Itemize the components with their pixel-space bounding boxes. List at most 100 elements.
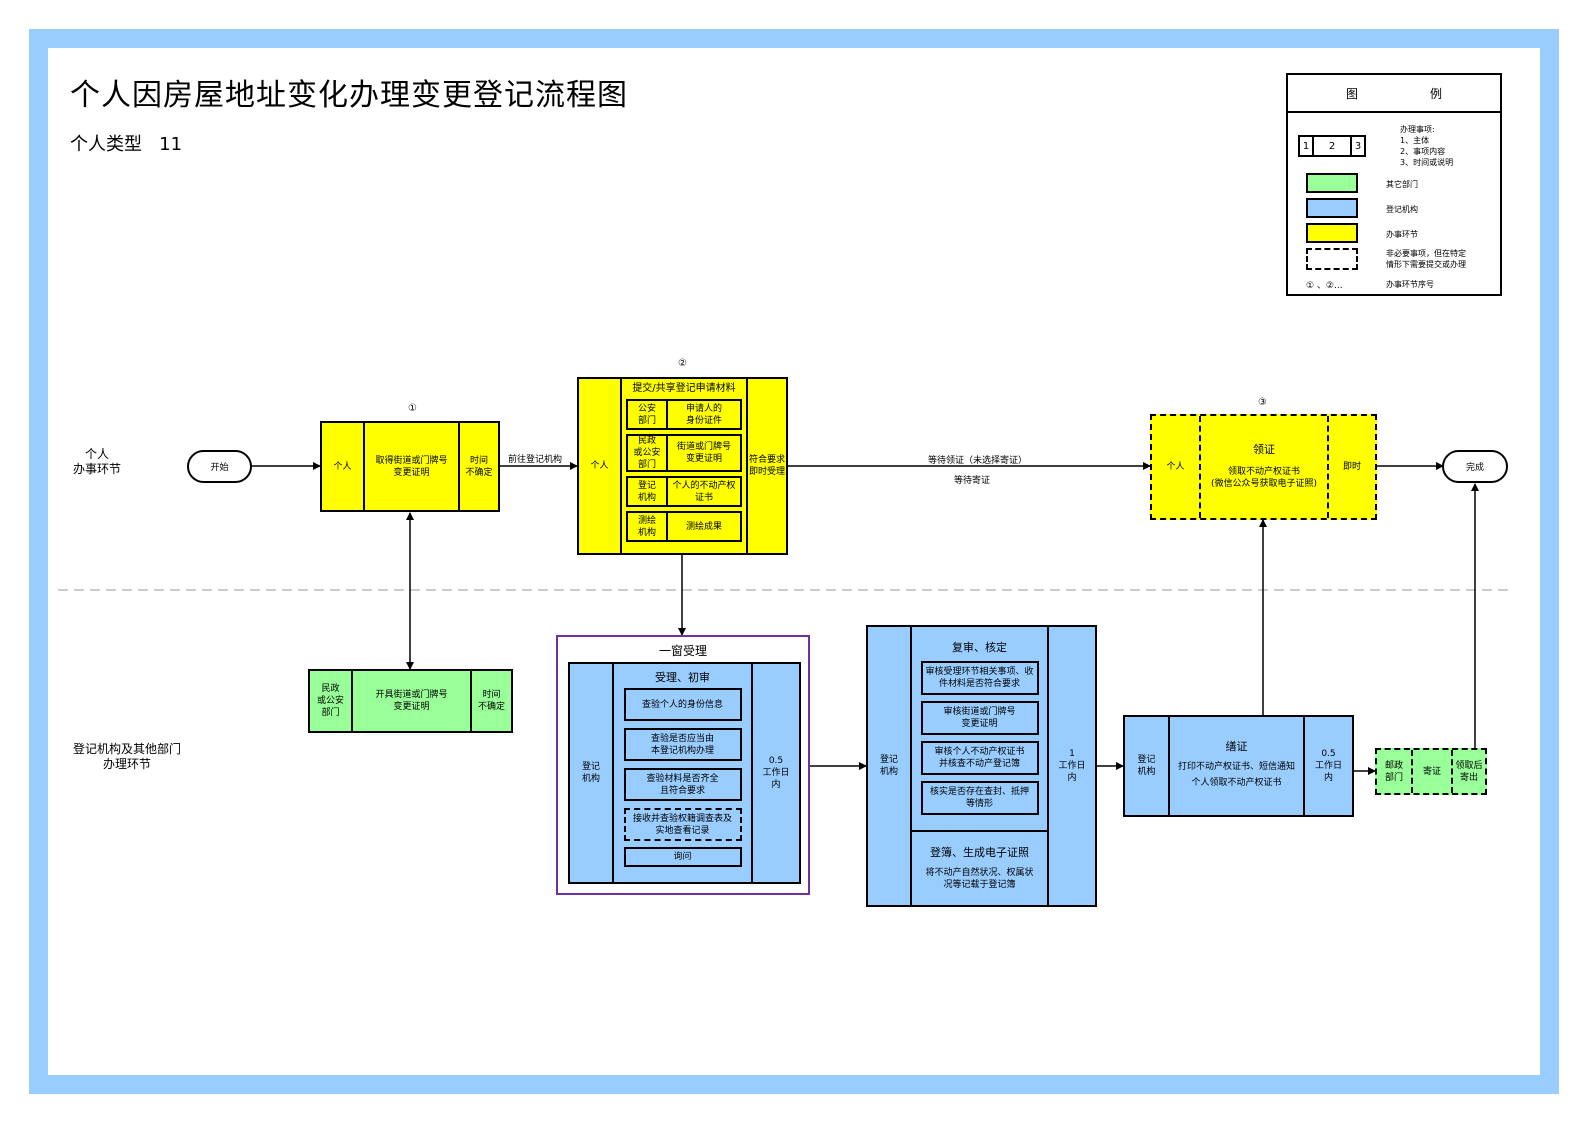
review-check-item: 审核受理环节相关事项、收件材料是否符合要求 <box>920 661 1039 695</box>
post-dept: 邮政 部门 <box>1377 750 1411 793</box>
text-line: 登记 <box>637 480 656 491</box>
text-line: 实地查看记录 <box>655 825 710 836</box>
text-line: 内 <box>771 780 781 790</box>
window-title: 一窗受理 <box>658 644 707 658</box>
review-check-item: 核实是否存在查封、抵押等情形 <box>920 781 1039 815</box>
material-row: 民政或公安部门 街道或门牌号变更证明 <box>626 434 742 472</box>
review-time: 1 工作日 内 <box>1047 627 1095 905</box>
review-check-item: 审核个人不动产权证书并核查不动产登记簿 <box>920 741 1039 775</box>
text-line: 查验个人的身份信息 <box>641 699 723 710</box>
material-row: 测绘机构 测绘成果 <box>626 511 742 542</box>
text-line: 审核街道或门牌号 <box>943 707 1016 717</box>
lane-label-line: 办事环节 <box>72 462 121 476</box>
legend-desc-line: 2、事项内容 <box>1400 147 1446 156</box>
legend-swatch-green <box>1306 173 1358 193</box>
text-line: 公安 <box>637 403 656 414</box>
text-line: 登记 <box>1137 755 1156 765</box>
text-line: 机构 <box>879 767 898 777</box>
material-item: 测绘成果 <box>668 513 740 540</box>
legend: 图 例 1 2 3 办理事项: 1、主体 2、事项内容 3、时间或说明 其它部门… <box>1286 73 1502 296</box>
material-dept: 登记机构 <box>628 478 668 505</box>
step2-title: 提交/共享登记申请材料 <box>632 383 736 394</box>
issue-subject: 登记 机构 <box>1125 717 1168 815</box>
text-line: 开具街道或门牌号 <box>375 690 448 700</box>
register-title: 登簿、生成电子证照 <box>929 845 1029 859</box>
material-row: 登记机构 个人的不动产权证书 <box>626 476 742 507</box>
window-checks: 受理、初审 查验个人的身份信息 查验是否应当由本登记机构办理 查验材料是否齐全且… <box>612 664 751 882</box>
step1-number: ① <box>408 403 417 414</box>
issue-time: 0.5 工作日 内 <box>1303 717 1352 815</box>
check-item-optional: 接收并查验权籍调查表及实地查看记录 <box>623 808 742 841</box>
page-title: 个人因房屋地址变化办理变更登记流程图 <box>70 78 628 113</box>
post-note: 领取后 寄出 <box>1451 750 1485 793</box>
material-dept: 公安部门 <box>628 401 668 428</box>
text-line: 街道或门牌号 <box>676 442 731 452</box>
window-section-title: 受理、初审 <box>655 671 710 684</box>
text-line: 领取不动产权证书 <box>1227 467 1300 477</box>
text-line: 登记 <box>581 762 600 772</box>
text-line: 或公安 <box>633 448 661 458</box>
legend-swatch-yellow <box>1306 223 1358 243</box>
step2-number: ② <box>678 358 687 369</box>
text-line: 符合要求 <box>748 455 785 465</box>
text-line: 邮政 <box>1384 760 1403 771</box>
review-box: 登记 机构 复审、核定 审核受理环节相关事项、收件材料是否符合要求 审核街道或门… <box>866 625 1097 907</box>
text-line: 测绘成果 <box>685 521 722 532</box>
text-line: 内 <box>1067 773 1077 783</box>
edge-label-go: 前往登记机构 <box>508 455 563 465</box>
legend-seq-symbol: ① 、②... <box>1306 281 1343 291</box>
text-line: 即时受理 <box>748 467 785 477</box>
text-line: 个人的不动产权 <box>672 480 736 491</box>
material-row: 公安部门 申请人的身份证件 <box>626 399 742 430</box>
lane-label-line: 办理环节 <box>102 757 151 771</box>
text-line: 民政 <box>321 684 340 694</box>
text-line: 变更证明 <box>685 454 722 464</box>
text-line: 部门 <box>321 708 340 718</box>
start-node: 开始 <box>187 450 252 483</box>
legend-items-desc: 办理事项: 1、主体 2、事项内容 3、时间或说明 <box>1400 124 1453 168</box>
material-item: 个人的不动产权证书 <box>668 478 740 505</box>
cert-time: 时间 不确定 <box>470 671 511 731</box>
window-subject: 登记 机构 <box>570 664 612 882</box>
text-line: 打印不动产权证书、短信通知 <box>1177 762 1295 772</box>
issue-content: 缮证 打印不动产权证书、短信通知 个人领取不动产权证书 <box>1168 717 1303 815</box>
text-line: 变更证明 <box>393 702 430 712</box>
step3-time: 即时 <box>1327 416 1375 518</box>
text-line: 民政 <box>637 436 656 446</box>
page-subtitle: 个人类型 11 <box>70 134 183 155</box>
legend-dashed-line: 非必要事项，但在特定 <box>1386 249 1466 258</box>
legend-sample-cell: 3 <box>1354 140 1362 152</box>
review-register: 登簿、生成电子证照 将不动产自然状况、权属状 况等记载于登记簿 <box>925 832 1033 905</box>
text-line: 测绘 <box>637 515 656 526</box>
text-line: 机构 <box>637 492 656 503</box>
text-line: 并核查不动产登记簿 <box>938 759 1020 769</box>
step2-box: 个人 提交/共享登记申请材料 公安部门 申请人的身份证件 民政或公安部门 街道或… <box>577 377 788 555</box>
text-line: 证书 <box>694 492 713 503</box>
legend-desc-line: 3、时间或说明 <box>1400 158 1454 167</box>
step1-box: 个人 取得街道或门牌号 变更证明 时间 不确定 <box>320 421 500 512</box>
text-line: 1 <box>1069 749 1075 759</box>
lane-label-line: 登记机构及其他部门 <box>72 742 181 756</box>
legend-seq-label: 办事环节序号 <box>1386 280 1434 289</box>
legend-sample-cell: 1 <box>1300 137 1314 155</box>
legend-desc-line: 1、主体 <box>1400 136 1430 145</box>
material-dept: 民政或公安部门 <box>628 436 668 470</box>
text-line: 机构 <box>581 774 600 784</box>
text-line: 查验材料是否齐全 <box>646 773 719 784</box>
lane-label-line: 个人 <box>84 447 109 461</box>
text-line: 寄出 <box>1459 772 1478 783</box>
text-line: 将不动产自然状况、权属状 <box>925 867 1034 878</box>
legend-swatch-blue <box>1306 198 1358 218</box>
step2-subject: 个人 <box>590 461 609 471</box>
text-line: 不确定 <box>477 702 505 712</box>
step3-box: 个人 领证 领取不动产权证书 (微信公众号获取电子证照) 即时 <box>1150 414 1377 520</box>
edge-label-wait-collect: 等待领证（未选择寄证） <box>928 456 1028 466</box>
step3-subject: 个人 <box>1166 462 1185 472</box>
text-line: 机构 <box>637 527 656 538</box>
cert-issue-box: 民政 或公安 部门 开具街道或门牌号 变更证明 时间 不确定 <box>308 669 513 733</box>
text-line: 部门 <box>1384 772 1403 783</box>
end-node: 完成 <box>1442 450 1508 483</box>
edge-label-wait-mail: 等待寄证 <box>954 476 991 486</box>
legend-sample-cell: 2 <box>1314 137 1352 155</box>
text-line: 申请人的 <box>685 403 722 414</box>
